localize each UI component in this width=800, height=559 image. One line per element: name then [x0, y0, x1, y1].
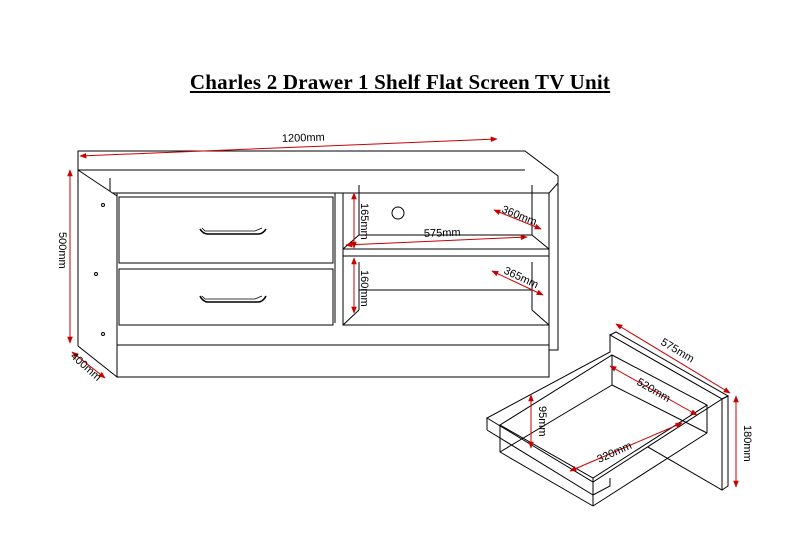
- dim-line-upper-shelf-depth: [493, 209, 542, 230]
- dim-line-lower-shelf-depth: [491, 270, 544, 296]
- label-upper-opening: 165mm: [358, 203, 370, 240]
- drawer-handle-top: [199, 228, 267, 235]
- cable-hole: [391, 206, 405, 220]
- dim-line-drawer-depth: [609, 365, 698, 416]
- drawer-front-bottom: [118, 268, 334, 326]
- label-width: 1200mm: [282, 132, 325, 145]
- dim-line-depth: [71, 351, 106, 379]
- dim-line-drawer-width: [615, 323, 731, 394]
- diagram-title: Charles 2 Drawer 1 Shelf Flat Screen TV …: [189, 70, 611, 94]
- tv-unit-top: [77, 150, 559, 194]
- dimension-lines: [67, 136, 739, 488]
- label-drawer-inner-height: 95mm: [536, 406, 548, 437]
- label-drawer-height: 180mm: [741, 425, 753, 462]
- drawer-front-top: [118, 196, 334, 264]
- dim-line-inner-width: [345, 234, 528, 248]
- label-lower-opening: 160mm: [358, 270, 370, 307]
- dim-line-width: [79, 136, 498, 159]
- drawer-handle-bottom: [199, 295, 267, 303]
- label-height: 500mm: [56, 232, 68, 269]
- label-inner-width: 575mm: [424, 227, 461, 240]
- dim-line-drawer-inner-width: [569, 422, 683, 472]
- tv-unit: [77, 150, 559, 379]
